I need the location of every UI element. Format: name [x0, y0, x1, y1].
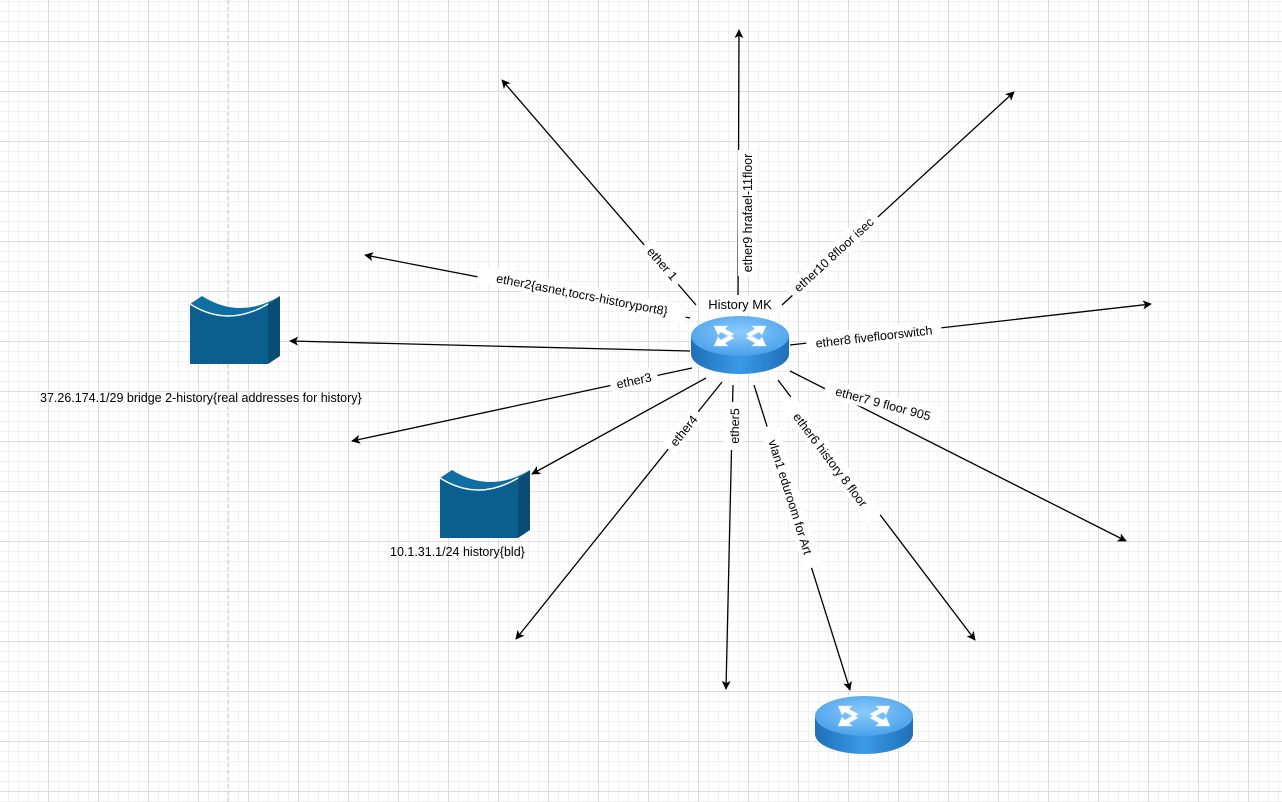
edge-label-ether4: ether4	[661, 406, 706, 455]
edge-label-ether2-text: ether2{asnet,tocrs-historyport8}	[495, 271, 669, 318]
edge-label-ether8: ether8 fivefloorswitch	[805, 319, 943, 353]
router-history-mk-node[interactable]	[690, 315, 790, 375]
edge-label-ether9-text: ether9 hrafael-11floor	[741, 154, 755, 273]
edge-label-vlan1-text: vlan1 eduroom for Art	[765, 438, 814, 557]
router-icon	[814, 695, 914, 755]
bridge-icon	[189, 295, 281, 365]
bridge-history-bld-label: 10.1.31.1/24 history{bld}	[390, 545, 525, 559]
edge-bridge-bld[interactable]	[531, 377, 707, 475]
edge-label-ether6-text: ether6 history 8 floor	[790, 410, 870, 509]
edge-label-ether1: ether 1	[638, 237, 687, 289]
bridge-history-real-node[interactable]	[189, 295, 281, 365]
edge-label-ether10-text: ether10 8floor isec	[791, 215, 876, 295]
router-icon	[690, 315, 790, 375]
edge-label-ether5-text: ether5	[728, 408, 743, 444]
edge-label-ether7: ether7 9 floor 905	[822, 378, 944, 428]
bridge-history-bld-node[interactable]	[439, 469, 531, 539]
edge-label-ether3: ether3	[608, 366, 660, 394]
edge-label-ether2: ether2{asnet,tocrs-historyport8}	[476, 264, 688, 324]
edge-label-ether10: ether10 8floor isec	[784, 208, 883, 301]
router-vlan1-node[interactable]	[814, 695, 914, 755]
edge-label-ether9: ether9 hrafael-11floor	[738, 150, 756, 276]
router-label: History MK	[708, 297, 772, 312]
bridge-icon	[439, 469, 531, 539]
router-label-bg	[700, 295, 780, 313]
edge-label-ether5: ether5	[724, 401, 744, 451]
bridge-history-real-label: 37.26.174.1/29 bridge 2-history{real add…	[40, 391, 362, 405]
edge-bridge-real[interactable]	[289, 336, 691, 352]
